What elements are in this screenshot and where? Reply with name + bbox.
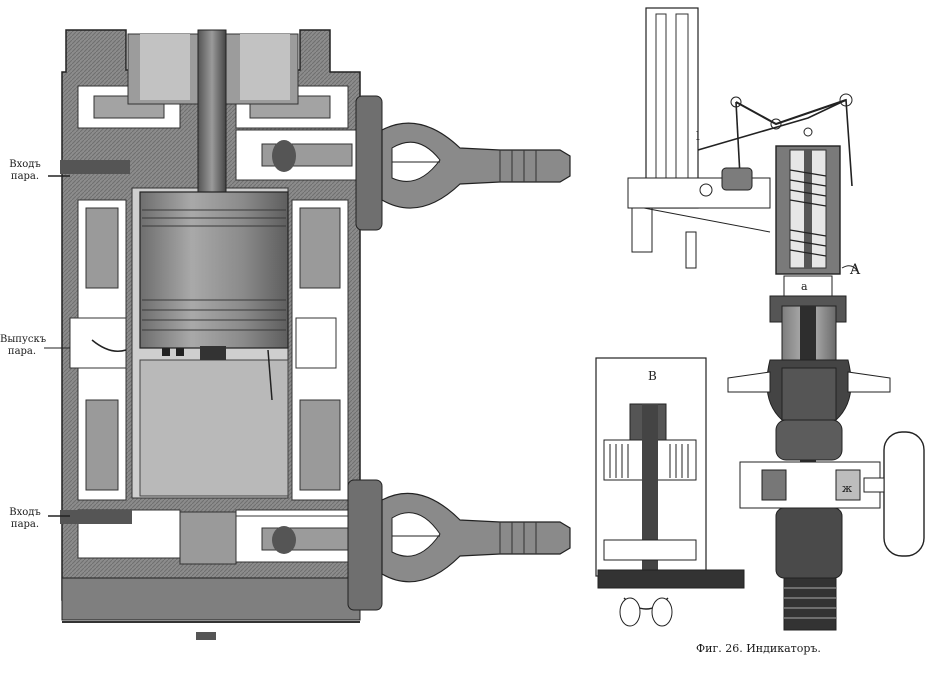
indicator-letter-zh: ж: [842, 482, 852, 495]
piston: [139, 191, 289, 349]
detail-b: [595, 357, 745, 627]
base-plate: [61, 577, 361, 621]
figure-caption: Фиг. 26. Индикаторъ.: [696, 642, 821, 655]
valve-assembly-bottom: [235, 479, 571, 611]
indicator-letter-A: A: [849, 262, 861, 278]
steam-inlet-bottom-label: Входъ пара.: [2, 507, 48, 531]
valve-assembly-top: [235, 95, 571, 231]
indicator-letter-l: l: [696, 129, 700, 143]
steam-inlet-top-line2: пара.: [10, 171, 40, 182]
steam-inlet-bottom-line2: пара.: [10, 519, 40, 530]
piston-rod: [197, 29, 227, 193]
indicator-upper: [627, 7, 859, 323]
steam-inlet-top-label: Входъ пара.: [2, 159, 48, 183]
steam-inlet-bottom-line1: Входъ: [9, 507, 41, 518]
steam-exhaust-label: Выпускъ пара.: [0, 334, 47, 358]
steam-inlet-top-line1: Входъ: [9, 159, 41, 170]
steam-exhaust-line2: пара.: [7, 346, 37, 357]
indicator-body: [727, 305, 925, 631]
steam-exhaust-line1: Выпускъ: [0, 334, 47, 345]
indicator-letter-B: B: [648, 369, 657, 383]
indicator-letter-a: a: [801, 280, 808, 293]
